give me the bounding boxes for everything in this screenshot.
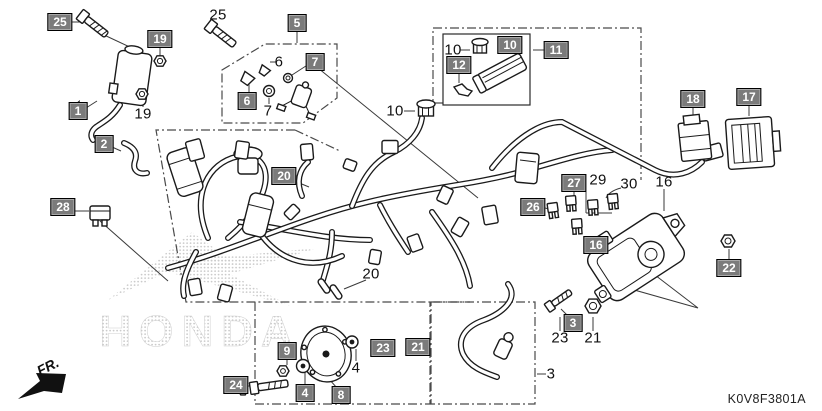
callout-20-plain: 20 bbox=[362, 265, 380, 283]
group-box-11 bbox=[432, 27, 642, 180]
clip-28 bbox=[89, 205, 111, 227]
nut-19-upper bbox=[153, 55, 167, 67]
callout-19-boxed[interactable]: 19 bbox=[147, 30, 173, 48]
callout-7-plain: 7 bbox=[263, 102, 273, 120]
callout-16-boxed[interactable]: 16 bbox=[583, 236, 609, 254]
callout-28-boxed[interactable]: 28 bbox=[50, 198, 76, 216]
grommet-6-small bbox=[258, 63, 272, 77]
callout-26-boxed[interactable]: 26 bbox=[520, 198, 546, 216]
bolt-23 bbox=[543, 289, 573, 313]
callout-23-plain: 23 bbox=[551, 329, 569, 347]
group-box-5 bbox=[221, 43, 338, 124]
callout-19-plain: 19 bbox=[134, 105, 152, 123]
callout-4-boxed[interactable]: 4 bbox=[295, 384, 315, 402]
callout-18-boxed[interactable]: 18 bbox=[680, 90, 706, 108]
callout-11-boxed[interactable]: 11 bbox=[543, 41, 569, 59]
nut-21 bbox=[584, 298, 602, 314]
bolt-25-group5 bbox=[203, 18, 237, 48]
washer-7-large bbox=[262, 84, 276, 98]
callout-30-plain: 30 bbox=[620, 175, 638, 193]
bolt-24 bbox=[248, 379, 289, 396]
callout-27-boxed[interactable]: 27 bbox=[561, 174, 587, 192]
solenoid-valve-5 bbox=[275, 81, 317, 121]
bolt-25-left bbox=[75, 8, 109, 38]
group-box-harness bbox=[155, 129, 470, 303]
clip-12 bbox=[452, 83, 474, 97]
wire-harness-main bbox=[165, 115, 724, 303]
nut-9 bbox=[276, 365, 290, 377]
callout-21-boxed[interactable]: 21 bbox=[405, 338, 431, 356]
callout-1-boxed[interactable]: 1 bbox=[68, 102, 88, 120]
callout-3-boxed[interactable]: 3 bbox=[563, 314, 583, 332]
callout-7-boxed[interactable]: 7 bbox=[305, 53, 325, 71]
honda-watermark: HONDA bbox=[99, 232, 318, 356]
callout-23-boxed[interactable]: 23 bbox=[370, 339, 396, 357]
group-box-12 bbox=[442, 33, 531, 106]
washer-4-right bbox=[345, 335, 359, 349]
cap-10-upper bbox=[471, 37, 489, 54]
callout-10-plain: 10 bbox=[386, 102, 404, 120]
callout-12-boxed[interactable]: 12 bbox=[446, 56, 472, 74]
callout-29-plain: 29 bbox=[589, 171, 607, 189]
washer-4-left bbox=[295, 358, 311, 374]
bullet-terminals-20 bbox=[317, 278, 343, 300]
callout-8-boxed[interactable]: 8 bbox=[331, 386, 351, 404]
callout-21-plain: 21 bbox=[584, 329, 602, 347]
callout-25-plain: 25 bbox=[209, 6, 227, 24]
callout-24-boxed[interactable]: 24 bbox=[223, 376, 249, 394]
callout-9-boxed[interactable]: 9 bbox=[277, 342, 297, 360]
part-code: K0V8F3801A bbox=[727, 392, 806, 406]
ecu-17 bbox=[724, 115, 782, 171]
harness-connectors bbox=[184, 138, 724, 303]
callout-2-boxed[interactable]: 2 bbox=[94, 135, 114, 153]
callout-25-boxed[interactable]: 25 bbox=[47, 13, 73, 31]
mini-fuses bbox=[546, 192, 620, 236]
nut-19-lower bbox=[135, 88, 149, 100]
fusebox-lid-11 bbox=[472, 53, 528, 94]
harness-resonator bbox=[241, 192, 275, 238]
hose-2 bbox=[121, 140, 150, 177]
callout-16-plain: 16 bbox=[655, 173, 673, 191]
washer-7-small bbox=[282, 72, 294, 84]
group-box-cable bbox=[430, 301, 536, 405]
sub-cable-3 bbox=[457, 281, 515, 380]
callout-4-plain: 4 bbox=[351, 359, 361, 377]
ecu-16 bbox=[586, 212, 686, 304]
callout-22-boxed[interactable]: 22 bbox=[716, 259, 742, 277]
callout-5-boxed[interactable]: 5 bbox=[287, 14, 307, 32]
watermark-text: HONDA bbox=[99, 307, 300, 356]
callout-20-boxed[interactable]: 20 bbox=[271, 167, 297, 185]
grommet-6-large bbox=[239, 70, 256, 87]
callout-6-boxed[interactable]: 6 bbox=[237, 92, 257, 110]
callout-10-boxed[interactable]: 10 bbox=[497, 36, 523, 54]
relay-18 bbox=[677, 113, 713, 162]
callout-17-boxed[interactable]: 17 bbox=[736, 88, 762, 106]
nut-22 bbox=[720, 234, 736, 248]
callout-3-plain: 3 bbox=[546, 365, 556, 383]
callout-6-plain: 6 bbox=[274, 53, 284, 71]
callout-10-plain: 10 bbox=[444, 41, 462, 59]
horn-8 bbox=[300, 325, 352, 383]
cap-10-lower bbox=[416, 99, 436, 117]
